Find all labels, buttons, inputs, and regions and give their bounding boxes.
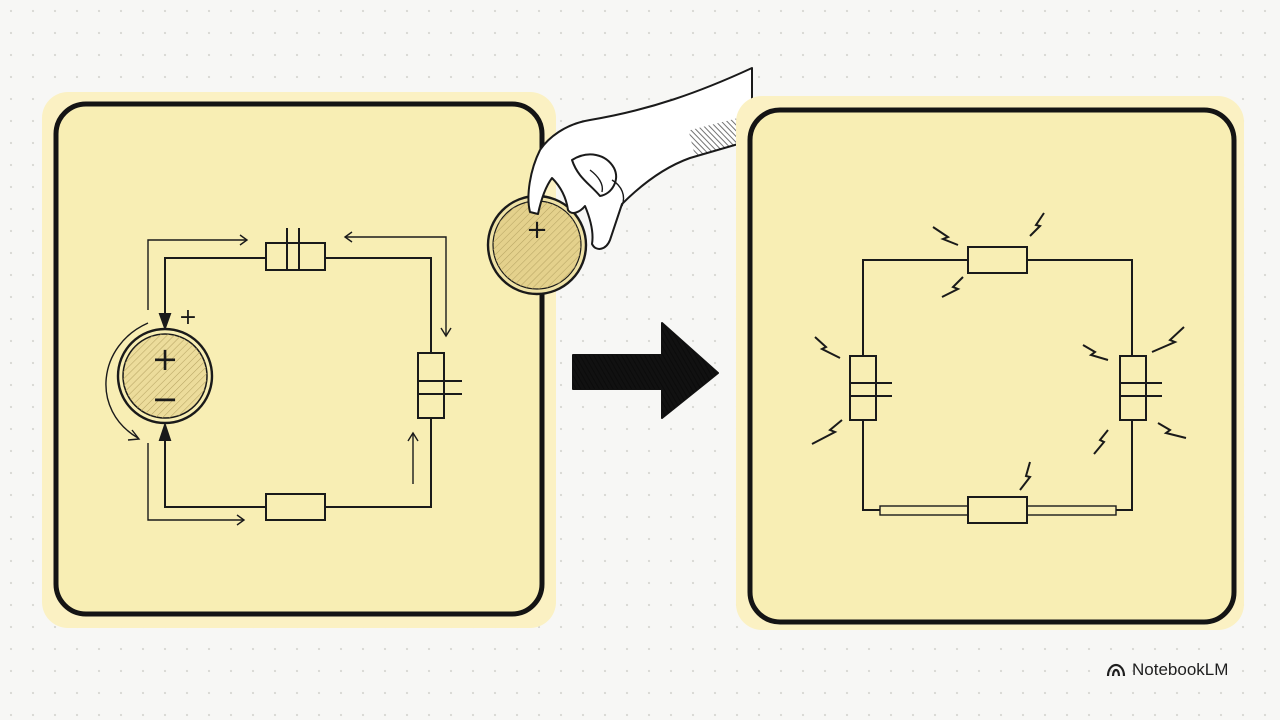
right-circuit xyxy=(849,246,1162,524)
spark-icon xyxy=(1151,326,1185,353)
spark-icon xyxy=(1157,422,1187,439)
coin-icon xyxy=(486,194,588,296)
arrowhead-battery-top xyxy=(158,313,172,331)
spark-icon xyxy=(932,226,959,246)
spark-icon xyxy=(1029,212,1045,237)
terminal-plus-marker: + xyxy=(179,305,197,330)
wire-right-bottom xyxy=(325,418,432,508)
wire-r-top-right xyxy=(1027,259,1133,356)
battery-minus-symbol: − xyxy=(152,380,179,418)
wire-top-right xyxy=(325,257,432,353)
resistor-bottom xyxy=(265,493,326,521)
battery-plus-symbol: + xyxy=(152,340,179,378)
resistor-r-bottom xyxy=(967,496,1028,524)
wire-top-left xyxy=(164,257,266,328)
notebooklm-logo-icon xyxy=(1106,663,1126,677)
arrow-right-icon xyxy=(572,322,719,419)
spark-icon xyxy=(1093,429,1109,455)
spark-icon xyxy=(811,419,843,445)
left-circuit xyxy=(105,228,462,526)
capacitor-r-left xyxy=(849,355,892,421)
hand-icon xyxy=(527,67,753,250)
spark-icon xyxy=(941,276,964,298)
arrowhead-battery-bottom xyxy=(158,421,172,441)
left-panel-frame xyxy=(53,101,545,617)
right-panel-frame xyxy=(747,107,1237,625)
battery-cell xyxy=(116,327,214,425)
coin-plus-symbol: + xyxy=(526,215,548,245)
capacitor-right xyxy=(417,352,462,419)
flow-arrows xyxy=(105,231,452,526)
capacitor-r-right xyxy=(1119,355,1162,421)
wire-r-top-left xyxy=(862,259,968,356)
spark-icons xyxy=(811,212,1187,491)
spark-icon xyxy=(1082,344,1109,361)
left-panel: + − + xyxy=(42,92,556,628)
resistor-r-top xyxy=(967,246,1028,274)
wire-bottom-left xyxy=(164,425,266,508)
watermark-label: NotebookLM xyxy=(1132,660,1229,679)
spark-icon xyxy=(1019,461,1032,491)
right-panel xyxy=(736,96,1244,630)
spark-icon xyxy=(814,336,841,359)
notebooklm-watermark: NotebookLM xyxy=(1106,660,1228,680)
capacitor-top xyxy=(265,228,326,271)
